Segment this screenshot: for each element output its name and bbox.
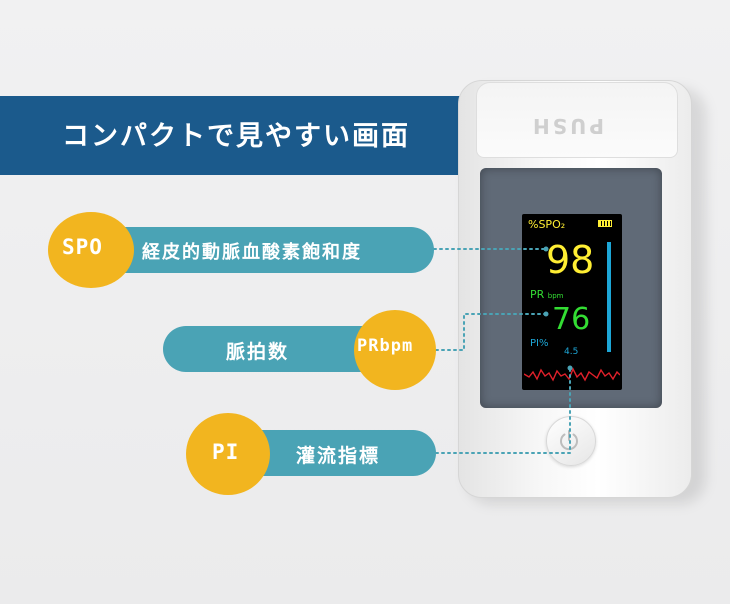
callout-pi-badge-text: PI — [212, 440, 240, 464]
callout-pi-badge — [186, 413, 270, 495]
callout-spo-label: 経皮的動脈血酸素飽和度 — [142, 242, 362, 263]
screen-pr-text: PR — [530, 288, 545, 301]
screen-pi-value: 4.5 — [564, 347, 579, 357]
callout-pr-badge-text: PRbpm — [357, 336, 414, 356]
callout-pr-label: 脈拍数 — [226, 341, 290, 363]
callout-pr-badge — [354, 310, 436, 390]
screen-spo2-label: %SPO₂ — [528, 218, 566, 231]
callout-spo-badge — [48, 212, 134, 288]
screen-spo2-value: 98 — [546, 238, 595, 282]
banner-title: コンパクトで見やすい画面 — [62, 121, 410, 152]
screen-pi-label: PI% — [530, 338, 549, 349]
oled-screen — [522, 214, 622, 390]
battery-icon — [598, 220, 612, 227]
screen-pr-value: 76 — [552, 302, 591, 337]
push-label: PUSH — [530, 114, 605, 138]
callout-pi-label: 灌流指標 — [296, 445, 381, 467]
pulse-strength-bar — [607, 242, 611, 352]
pulse-waveform — [524, 367, 620, 382]
screen-pr-label: PR bpm — [530, 288, 564, 301]
screen-pr-unit: bpm — [547, 292, 564, 300]
title-banner — [0, 96, 488, 175]
callout-spo-badge-text: SPO — [62, 235, 103, 259]
device-clip-cover — [476, 82, 678, 158]
callout-spo-pill — [100, 227, 434, 273]
power-icon — [560, 430, 578, 451]
